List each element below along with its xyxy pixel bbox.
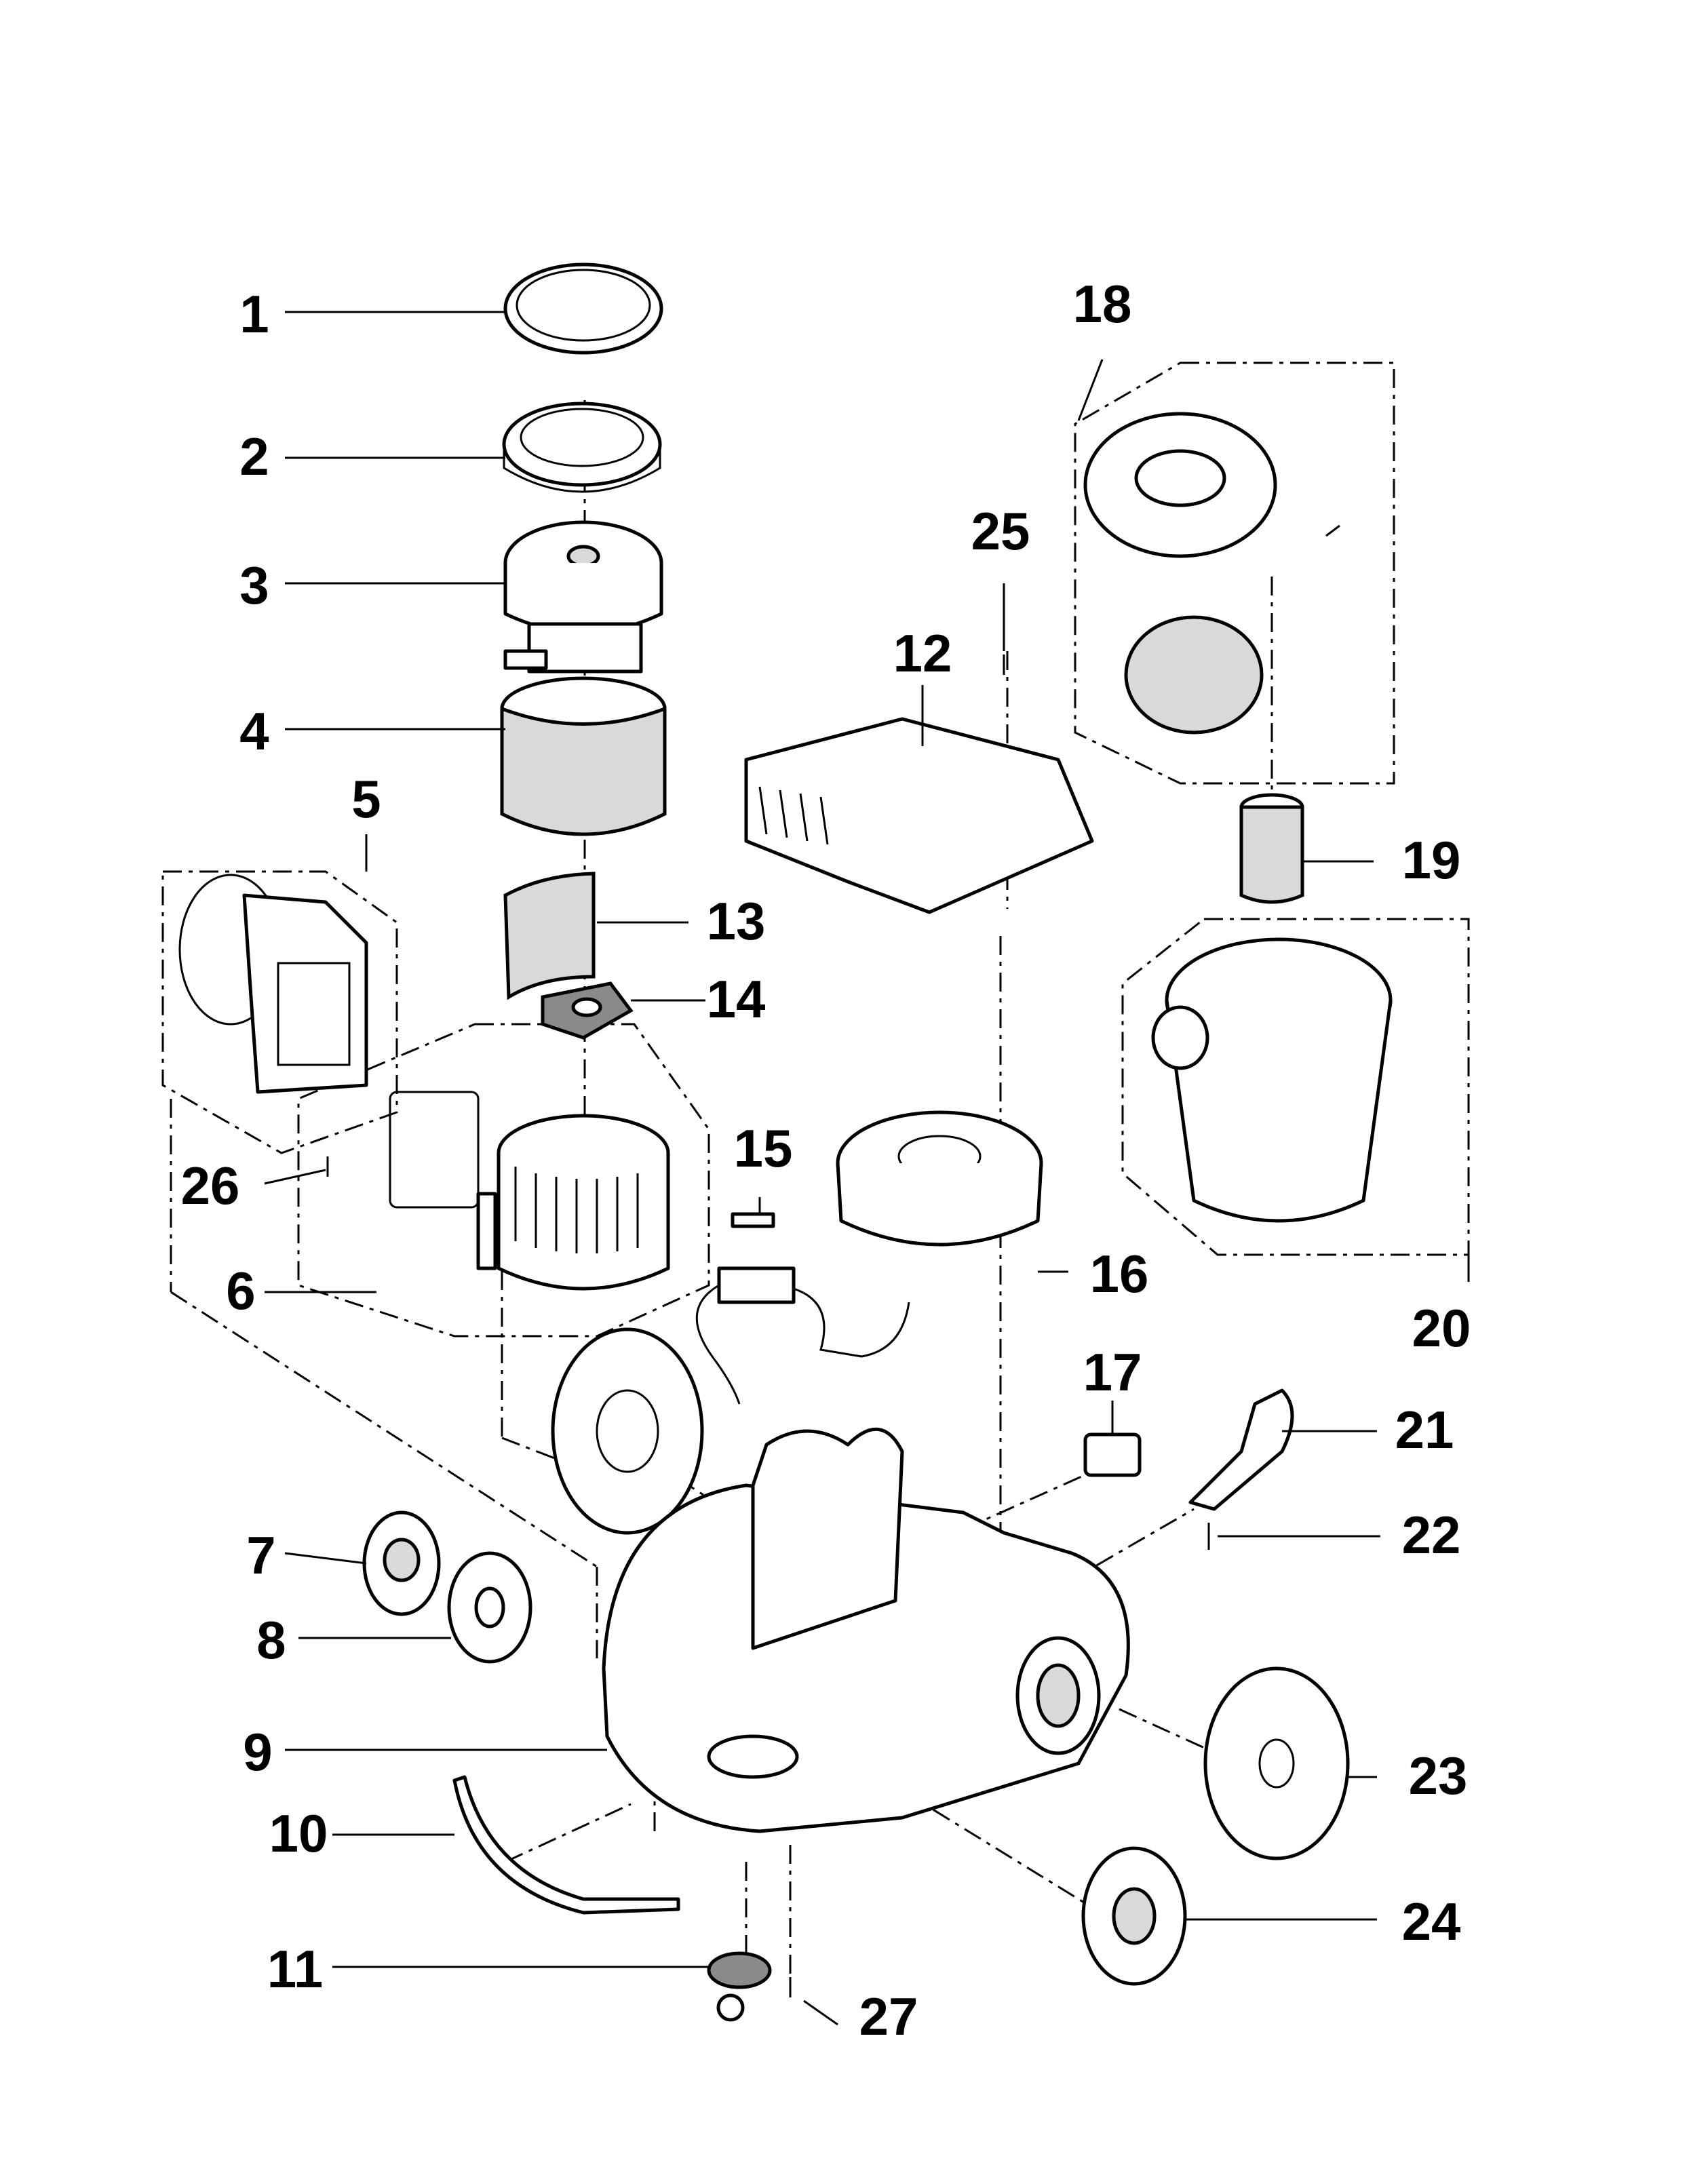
part-9-back-panel <box>751 1427 904 1650</box>
callout-5: 5 <box>351 769 381 829</box>
part-7-grille <box>383 1538 421 1582</box>
callout-7: 7 <box>246 1525 275 1585</box>
callout-16: 16 <box>1090 1244 1149 1304</box>
part-16-reel-body <box>836 1163 1043 1247</box>
axis-button-17 <box>963 1470 1093 1531</box>
rear-wheel <box>551 1327 704 1535</box>
group-outline-20 <box>1121 918 1470 1256</box>
part-14-hub <box>571 997 602 1017</box>
leader-lines <box>264 311 1470 2026</box>
part-9-caster-mount <box>707 1734 799 1779</box>
part-3-terminal <box>503 649 548 670</box>
callout-4: 4 <box>239 701 269 761</box>
part-4-filter-body <box>500 706 667 836</box>
rear-wheel-hub <box>596 1389 659 1473</box>
part-15-fuse <box>731 1212 775 1228</box>
part-15-wires <box>695 1284 910 1405</box>
callout-2: 2 <box>239 427 269 486</box>
part-3-motor-hub <box>566 545 600 568</box>
part-24-grille <box>1112 1887 1157 1945</box>
callout-21: 21 <box>1395 1400 1454 1460</box>
callout-23: 23 <box>1409 1746 1468 1805</box>
callout-17: 17 <box>1083 1342 1142 1402</box>
part-23-hub <box>1258 1738 1295 1789</box>
part-9-wheel-hub <box>1036 1663 1081 1728</box>
callout-8: 8 <box>256 1610 286 1670</box>
callout-25: 25 <box>971 501 1030 561</box>
part-13-filter-sheet <box>503 872 596 1000</box>
part-17-button <box>1083 1432 1142 1477</box>
callout-15: 15 <box>734 1118 793 1178</box>
part-6-post <box>476 1192 497 1270</box>
part-18-lid-ring <box>1134 449 1226 507</box>
part-5-window <box>277 962 351 1066</box>
part-2-gasket-ring <box>502 402 662 487</box>
callout-6: 6 <box>226 1261 255 1321</box>
part-6-gasket-frame <box>389 1091 480 1209</box>
part-1-ring-lid <box>503 262 663 355</box>
part-5-housing <box>242 893 368 1094</box>
callout-3: 3 <box>239 555 269 615</box>
part-6-basket-body <box>497 1153 670 1291</box>
callout-14: 14 <box>707 969 766 1029</box>
part-15-switch <box>717 1266 796 1304</box>
group-outline-18 <box>1074 362 1395 785</box>
axis-wheel-24 <box>901 1789 1123 1928</box>
callout-11: 11 <box>267 1939 323 1999</box>
part-20-inlet <box>1151 1005 1209 1070</box>
callout-13: 13 <box>707 891 766 951</box>
part-3-motor-body <box>503 563 663 634</box>
callout-27: 27 <box>859 1987 918 2046</box>
callout-10: 10 <box>269 1803 328 1863</box>
part-2-rim <box>503 444 661 493</box>
axis-handle <box>1064 1508 1195 1585</box>
part-11-caster <box>707 1951 772 1989</box>
part-18-seal <box>1124 615 1264 735</box>
callout-18: 18 <box>1073 274 1132 334</box>
callout-22: 22 <box>1402 1505 1461 1565</box>
axis-left-diagonal <box>170 1291 598 1568</box>
axis-bumper-10 <box>505 1803 632 1863</box>
part-21-handle <box>1188 1388 1294 1511</box>
part-18-pin <box>1325 524 1340 537</box>
part-10-bumper <box>452 1775 680 1915</box>
part-20-bin-body <box>1165 1000 1393 1223</box>
callout-20: 20 <box>1412 1298 1471 1358</box>
part-19-filter-body <box>1239 805 1304 904</box>
callout-24: 24 <box>1402 1892 1461 1951</box>
callout-19: 19 <box>1402 830 1461 890</box>
callout-1: 1 <box>239 284 269 344</box>
part-12-grille <box>758 786 829 845</box>
callout-12: 12 <box>893 623 952 683</box>
part-2-inner <box>520 408 644 467</box>
part-23-wheel <box>1203 1666 1350 1860</box>
part-8-hub <box>474 1586 505 1628</box>
part-1-inner <box>516 269 651 342</box>
callout-26: 26 <box>181 1156 240 1215</box>
group-outline-6 <box>297 1023 710 1338</box>
part-6-ribs <box>514 1167 639 1253</box>
part-12-top-cover <box>744 717 1094 914</box>
part-11-caster-wheel <box>716 1993 745 2022</box>
group-outline-5 <box>161 870 398 1154</box>
callout-9: 9 <box>243 1722 272 1782</box>
